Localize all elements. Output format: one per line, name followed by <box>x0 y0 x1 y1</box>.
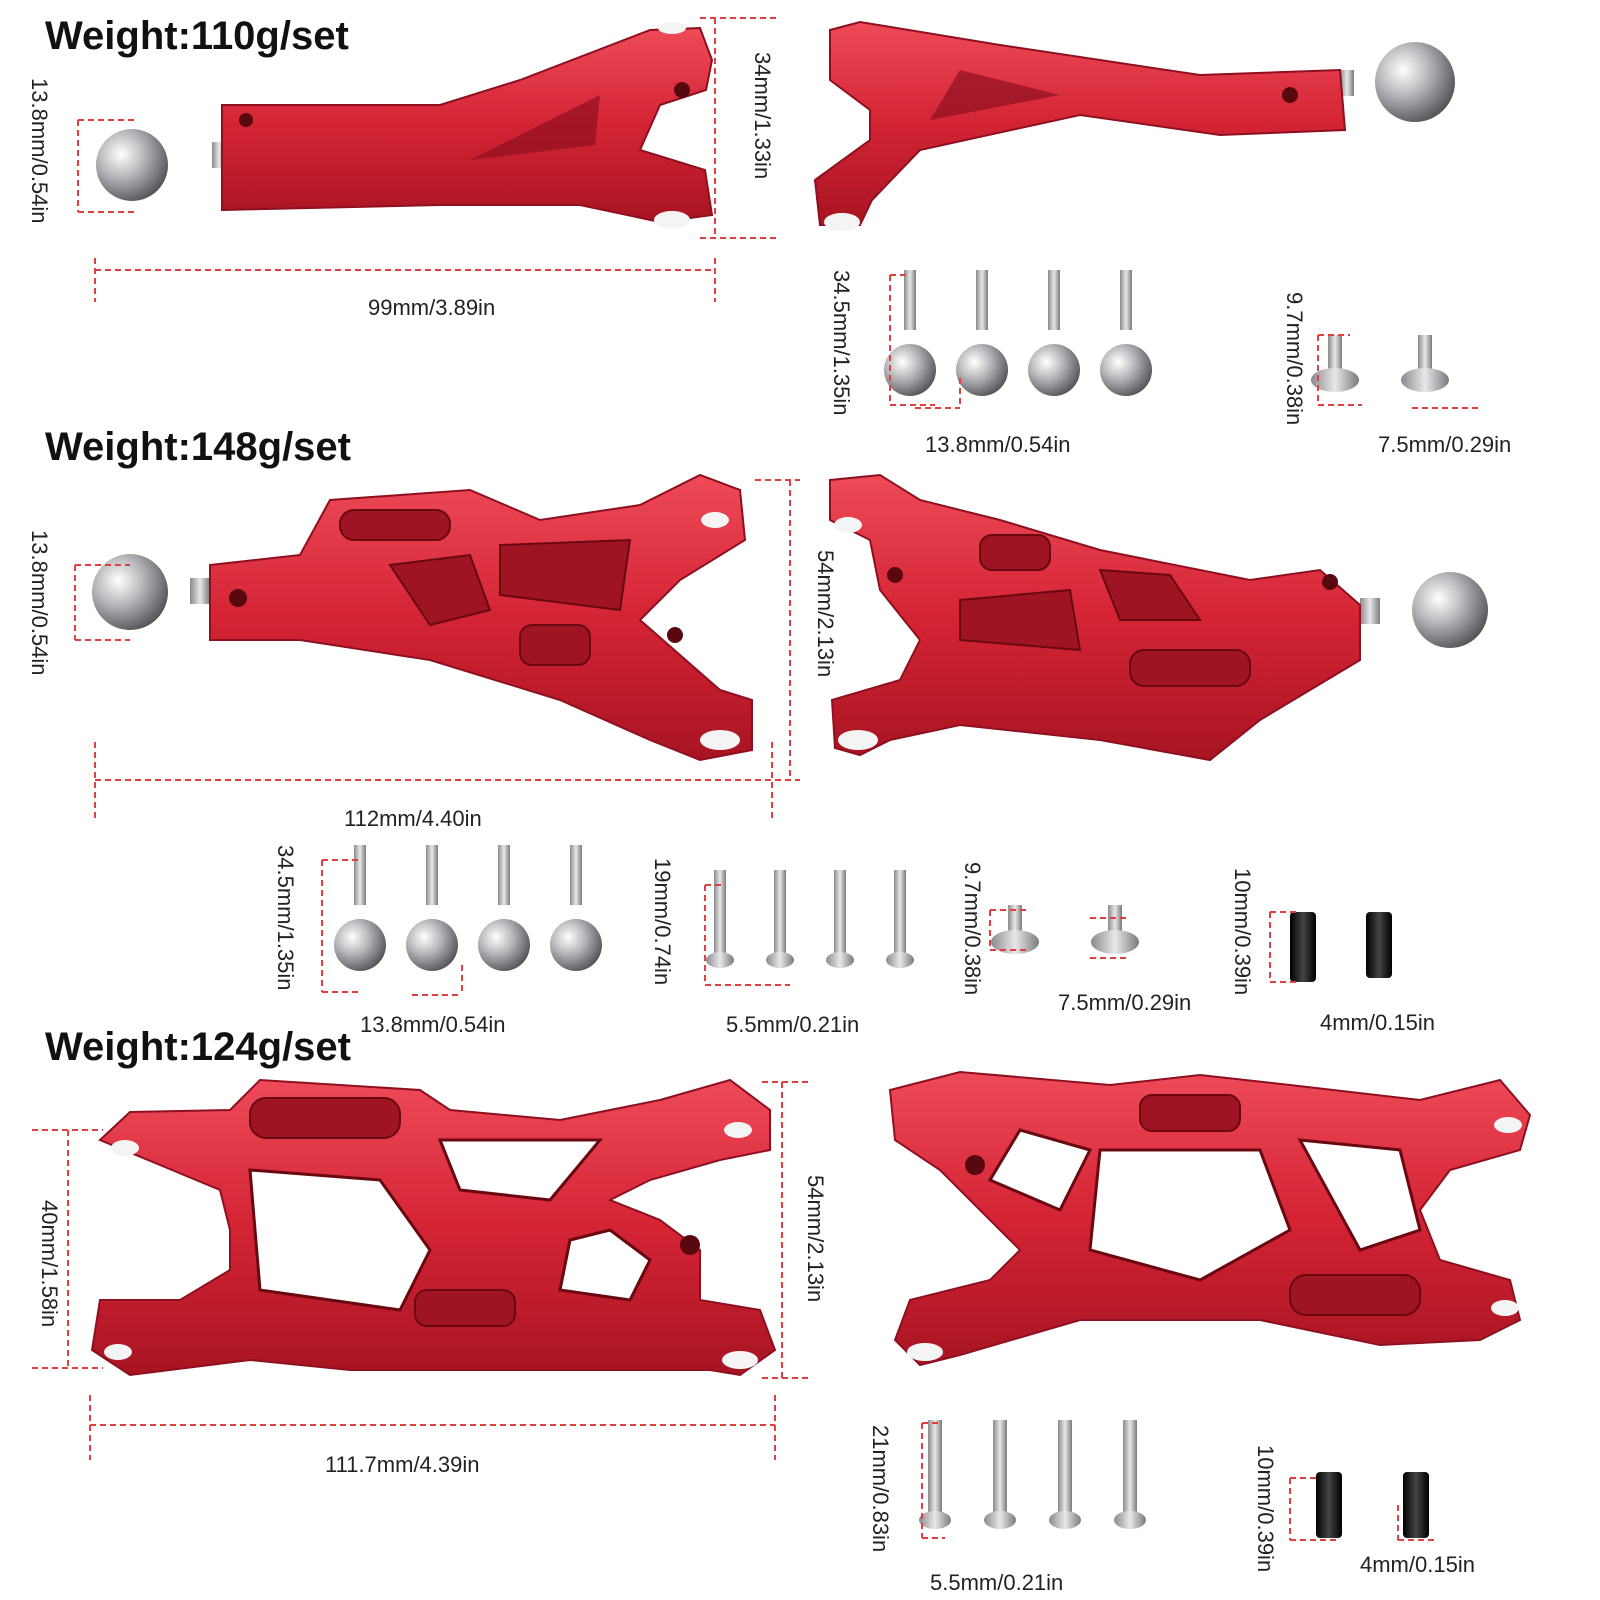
screw-width-label-1: 7.5mm/0.29in <box>1378 432 1512 457</box>
ball-stud-height-label-1: 34.5mm/1.35in <box>829 270 854 416</box>
long-screws-set-3 <box>919 1420 1146 1529</box>
front-upper-arm-left <box>96 22 714 229</box>
arm-height-label-3-left: 40mm/1.58in <box>37 1200 62 1328</box>
rear-lower-arm-right <box>888 1070 1532 1367</box>
set-screw-height-label-3: 10mm/0.39in <box>1253 1445 1278 1573</box>
ball-end <box>96 129 168 201</box>
ball-studs-set-1 <box>884 270 1152 396</box>
ball-stud-diameter-label-1: 13.8mm/0.54in <box>925 432 1071 457</box>
screw-height-label-1: 9.7mm/0.38in <box>1282 292 1307 426</box>
long-screws-set-2 <box>706 870 914 968</box>
arm-height-label-2: 54mm/2.13in <box>813 550 838 678</box>
arm-height-label-1: 34mm/1.33in <box>750 52 775 180</box>
set-screw-width-label-2: 4mm/0.15in <box>1320 1010 1435 1035</box>
long-screw-height-label-3: 21mm/0.83in <box>868 1425 893 1553</box>
screw-height-label-2: 9.7mm/0.38in <box>960 862 985 996</box>
long-screw-width-label-2: 5.5mm/0.21in <box>726 1012 860 1037</box>
short-screws-set-1 <box>1311 335 1449 392</box>
ball-diameter-label-1: 13.8mm/0.54in <box>27 78 52 224</box>
front-lower-arm-right <box>829 473 1488 762</box>
ball-end <box>1412 572 1488 648</box>
set-screw-width-label-3: 4mm/0.15in <box>1360 1552 1475 1577</box>
ball-end <box>1375 42 1455 122</box>
long-screw-height-label-2: 19mm/0.74in <box>650 858 675 986</box>
arm-length-label-3: 111.7mm/4.39in <box>325 1452 480 1477</box>
weight-label-1: Weight:110g/set <box>45 14 349 58</box>
ball-diameter-label-2: 13.8mm/0.54in <box>27 530 52 676</box>
arm-height-label-3-right: 54mm/2.13in <box>803 1175 828 1303</box>
front-lower-arm-left <box>92 473 753 762</box>
set-screw-height-label-2: 10mm/0.39in <box>1230 868 1255 996</box>
ball-end <box>92 554 168 630</box>
set-screws-set-2 <box>1290 912 1392 982</box>
set-screws-set-3 <box>1316 1472 1429 1538</box>
arm-length-label-2: 112mm/4.40in <box>344 806 482 831</box>
dimension-lines <box>32 17 1480 1541</box>
ball-studs-set-2 <box>334 845 602 971</box>
screw-width-label-2: 7.5mm/0.29in <box>1058 990 1192 1015</box>
arm-length-label-1: 99mm/3.89in <box>368 295 496 320</box>
weight-label-3: Weight:124g/set <box>45 1025 351 1069</box>
ball-stud-height-label-2: 34.5mm/1.35in <box>273 845 298 991</box>
long-screw-width-label-3: 5.5mm/0.21in <box>930 1570 1064 1595</box>
weight-label-2: Weight:148g/set <box>45 425 351 469</box>
ball-stud-diameter-label-2: 13.8mm/0.54in <box>360 1012 506 1037</box>
short-screws-set-2 <box>991 905 1139 954</box>
rear-lower-arm-left <box>90 1078 777 1377</box>
front-upper-arm-right <box>813 20 1455 231</box>
